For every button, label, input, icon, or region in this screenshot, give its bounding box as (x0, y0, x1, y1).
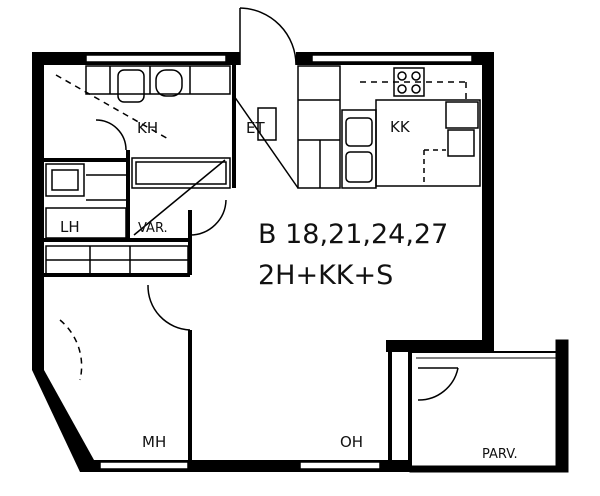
lh-fixtures (45, 163, 189, 275)
door-swings (59, 7, 459, 401)
unit-type: 2H+KK+S (258, 260, 393, 291)
angled-wall (32, 370, 94, 472)
room-label-et: ET (246, 119, 265, 137)
room-label-oh: OH (340, 433, 363, 451)
balcony (409, 339, 569, 473)
room-label-kk: KK (390, 118, 411, 136)
room-label-var: VAR. (138, 221, 168, 236)
room-label-mh: MH (142, 433, 166, 451)
room-label-lh: LH (60, 218, 80, 236)
kk-fixtures (257, 65, 481, 189)
room-label-kh: KH (137, 119, 158, 137)
unit-numbers: B 18,21,24,27 (258, 219, 448, 250)
windows (85, 54, 473, 470)
kh-fixtures (55, 65, 231, 141)
var-fixtures (131, 157, 231, 236)
room-label-parv: PARV. (482, 447, 518, 462)
